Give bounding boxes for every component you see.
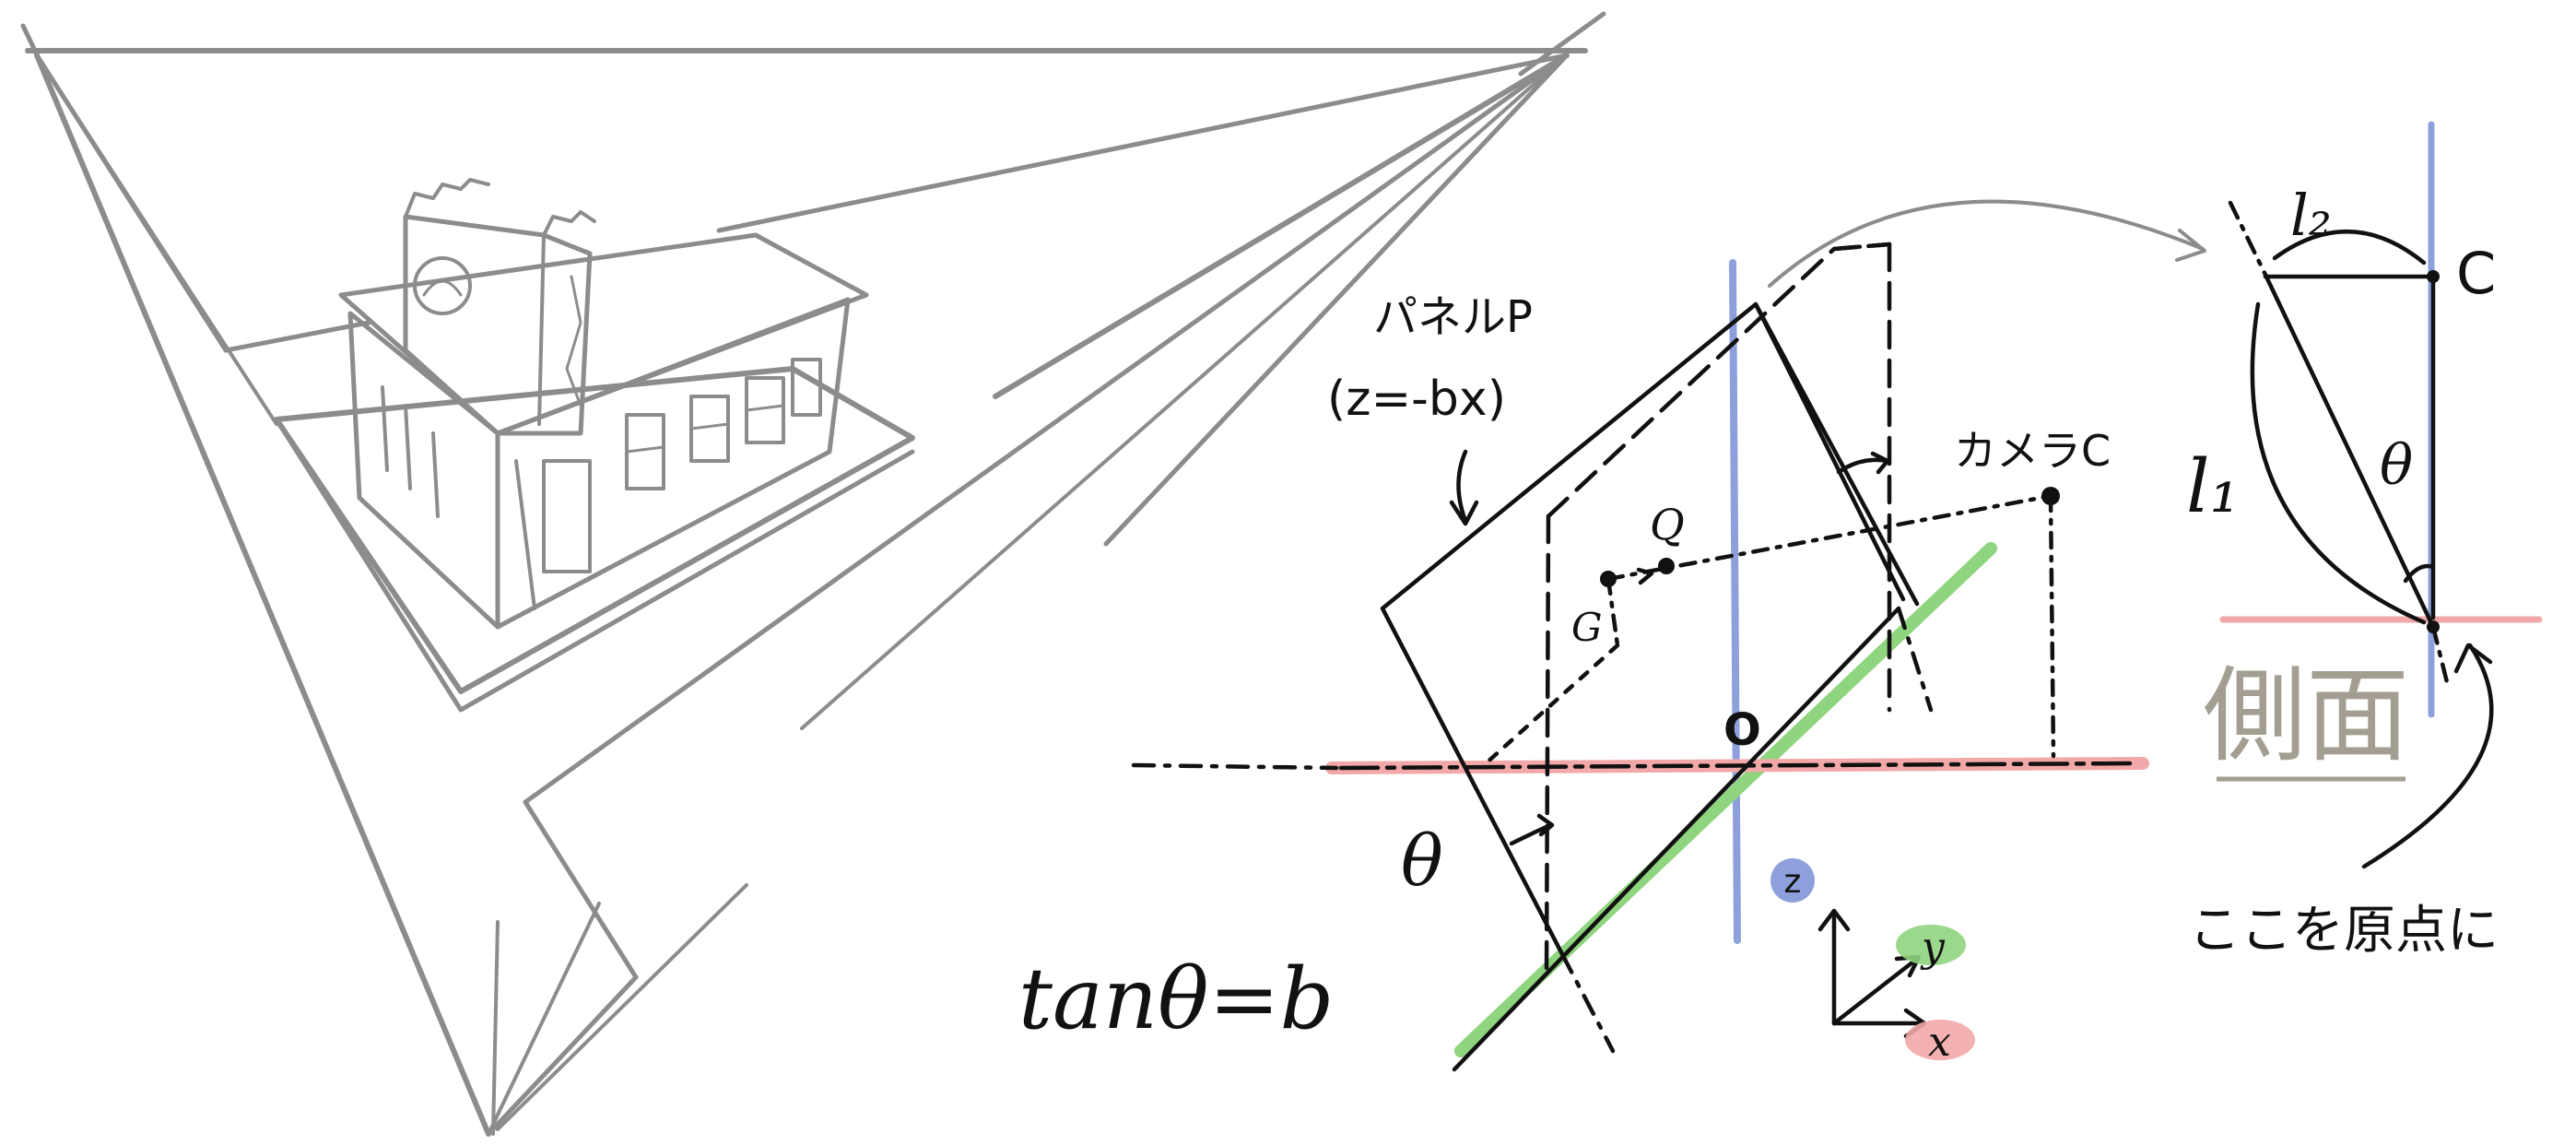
axis-y-label: y [1920, 924, 1946, 971]
side-c-label: C [2456, 240, 2496, 307]
panel-label: パネルP [1373, 291, 1533, 343]
z-badge-label: z [1784, 863, 1802, 901]
z-badge [1770, 858, 1815, 903]
tan-equation: tanθ=b [1018, 950, 1334, 1048]
perspective-sketch [20, 11, 1606, 1137]
l1-arc [2250, 301, 2427, 625]
panel-diagram: z パネルP (z=-bx) カメラC Q G O θ tanθ=b y x [1018, 199, 2206, 1072]
y-axis-line [1454, 542, 1997, 1057]
theta-arc-lower [1509, 822, 1553, 846]
theta-label: θ [1401, 820, 1443, 902]
side-view-diagram: l₂ C l₁ θ 側面 ここを原点に [2186, 121, 2543, 961]
z-axis-line [1729, 259, 1741, 944]
axis-x-label: x [1928, 1019, 1951, 1066]
point-q-dot [1658, 558, 1675, 574]
panel-p-outline [1380, 301, 1920, 957]
l2-arc [2272, 230, 2427, 266]
side-l1-label: l₁ [2186, 443, 2240, 529]
origin-note: ここを原点に [2189, 901, 2499, 961]
camera-label: カメラC [1954, 426, 2111, 476]
sightline [1606, 493, 2053, 582]
point-g-dot [1600, 571, 1617, 587]
side-view-label: 側面 [2203, 656, 2409, 776]
side-theta-label: θ [2380, 433, 2413, 498]
panel-equation: (z=-bx) [1327, 372, 1506, 427]
transfer-arrow [1768, 199, 2205, 288]
panel-edge-line [2263, 272, 2436, 630]
origin-label: O [1723, 704, 1761, 756]
origin-note-arrow [2361, 643, 2494, 869]
point-q-label: Q [1650, 500, 1685, 549]
point-g-label: G [1571, 605, 1603, 650]
camera-c-dot [2041, 487, 2060, 505]
dashed-plane [1546, 242, 1892, 519]
side-l2-label: l₂ [2290, 182, 2332, 249]
